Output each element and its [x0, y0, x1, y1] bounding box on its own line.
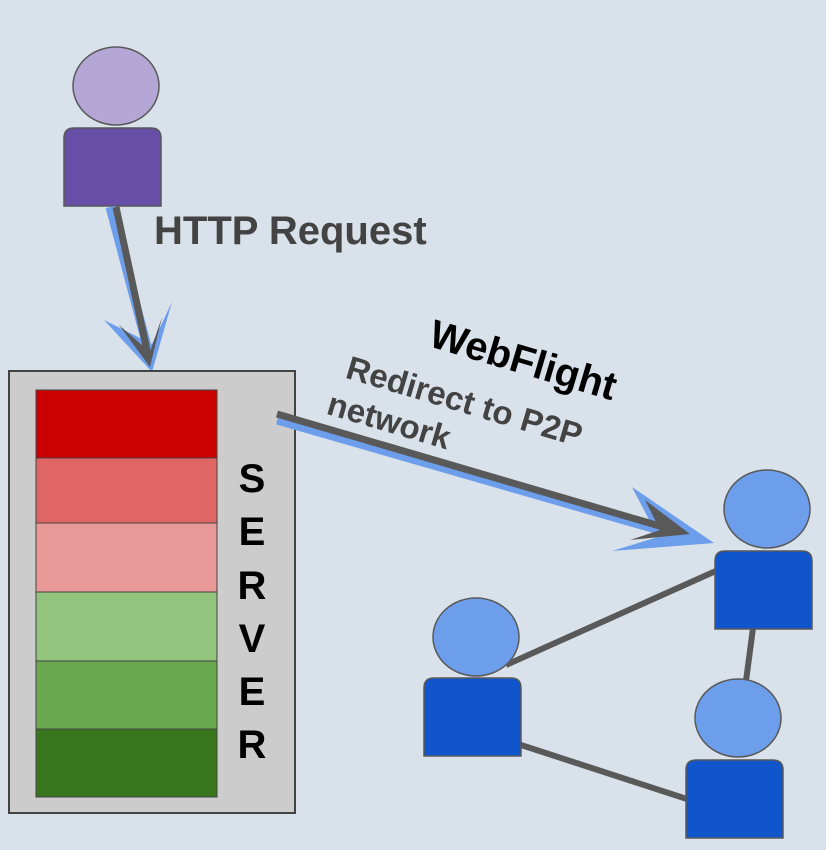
peer-head	[432, 597, 520, 677]
server-label: S E R V E R	[238, 457, 267, 767]
load-bar	[35, 522, 218, 593]
load-bar	[35, 389, 218, 459]
peer-body	[714, 550, 813, 630]
peer-user-icon	[423, 597, 522, 757]
load-bar	[35, 660, 218, 730]
client-head	[72, 46, 160, 126]
peer-body	[423, 677, 522, 757]
peer-head	[694, 678, 782, 758]
peer-head	[723, 469, 811, 549]
peer-user-icon	[714, 469, 813, 630]
peer-body	[685, 759, 784, 839]
load-bar	[35, 591, 218, 662]
client-body	[63, 127, 162, 207]
http-request-label: HTTP Request	[154, 209, 427, 253]
http-request-arrow	[104, 205, 172, 372]
server-letter: S	[239, 457, 266, 501]
server-letter: E	[239, 670, 266, 714]
server-letter: E	[239, 510, 266, 554]
server-load-bars	[35, 389, 218, 798]
client-user-icon	[63, 46, 162, 207]
server: S E R V E R	[8, 370, 296, 814]
load-bar	[35, 728, 218, 798]
server-letter: V	[239, 617, 266, 661]
server-letter: R	[238, 564, 267, 608]
peer-user-icon	[685, 678, 784, 839]
p2p-connections	[504, 567, 756, 803]
load-bar	[35, 457, 218, 524]
redirect-arrow	[276, 410, 714, 551]
server-letter: R	[238, 723, 267, 767]
